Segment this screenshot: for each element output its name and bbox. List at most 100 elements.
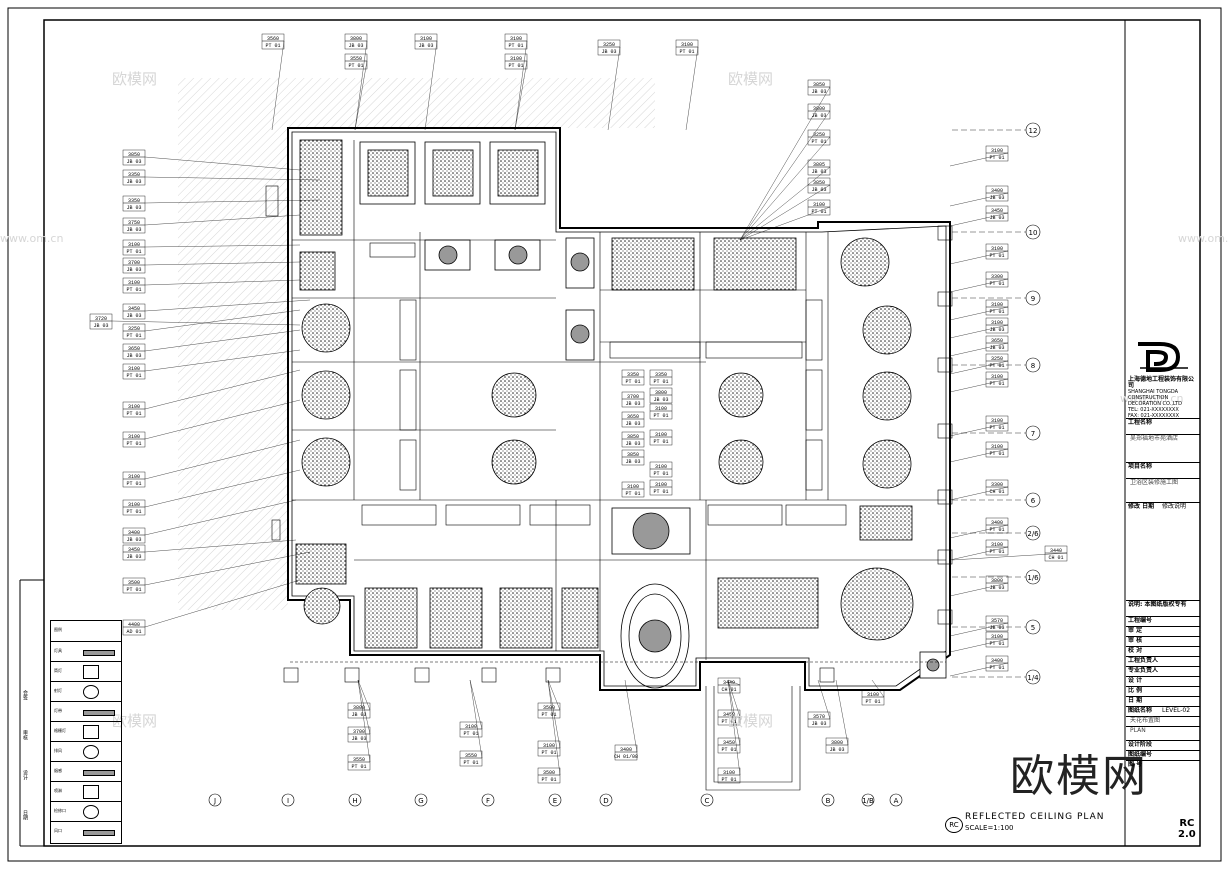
tag-height: 3100 <box>128 434 140 440</box>
title-block-label: 专业负责人 <box>1128 667 1159 674</box>
title-block-label: 工程名称 <box>1128 419 1153 426</box>
grid-column-label: A <box>894 797 899 805</box>
legend-label: 烟感 <box>54 768 62 773</box>
tag-height: 3100 <box>723 770 735 776</box>
tag-height: 3850 <box>627 434 639 440</box>
tag-code: JB 03 <box>811 187 826 193</box>
tag-code: JB 03 <box>126 205 141 211</box>
title-block-label: 图 号 <box>1128 761 1143 768</box>
tag-code: PT 01 <box>989 451 1004 457</box>
grid-row-bubble: 1/6 <box>952 569 1041 585</box>
leader-line <box>949 448 1009 463</box>
legend-label: 筒灯 <box>54 668 62 673</box>
grid-column-label: C <box>705 797 710 805</box>
tag-height: 3805 <box>813 162 825 168</box>
tag-height: 3100 <box>681 42 693 48</box>
leader-line <box>949 250 1009 265</box>
tag-height: 3350 <box>627 372 639 378</box>
tag-code: PT 01 <box>653 439 668 445</box>
leader-line <box>951 552 1068 561</box>
tag-height: 3250 <box>128 326 140 332</box>
leader-line <box>949 324 1009 339</box>
title-block-label: 图纸名称 <box>1128 707 1153 714</box>
grid-column-bubble: F <box>481 793 495 807</box>
tag-code: JB 03 <box>348 43 363 49</box>
leader-line <box>949 212 1009 227</box>
tag-code: PT 01 <box>989 155 1004 161</box>
tag-height: 3100 <box>510 56 522 62</box>
tag-code: PT 01 <box>126 333 141 339</box>
ceiling-grid-lines <box>265 140 953 791</box>
legend-label: 图例 <box>54 627 62 632</box>
leader-line <box>949 422 1009 437</box>
tag-code: CH 01 <box>989 489 1004 495</box>
grid-column-label: F <box>486 797 490 805</box>
tag-code: PT 01 <box>126 373 141 379</box>
tag-height: 3100 <box>128 366 140 372</box>
tag-height: 3650 <box>627 414 639 420</box>
tag-height: 3100 <box>991 148 1003 154</box>
leader-line <box>949 582 1009 597</box>
tag-code: PT 01 <box>989 281 1004 287</box>
title-block-row: 工程负责人 <box>1126 656 1200 664</box>
tag-height: 3800 <box>655 390 667 396</box>
title-block-row: 设 计 <box>1126 676 1200 684</box>
tag-height: 3850 <box>813 82 825 88</box>
watermark-url: www.om.cn <box>1120 392 1184 405</box>
grid-column-label: B <box>826 797 831 805</box>
title-block-row: 校 对 <box>1126 646 1200 654</box>
legend-row: 喷淋 <box>51 781 121 802</box>
tag-code: PT 01 <box>463 731 478 737</box>
tag-height: 3100 <box>813 202 825 208</box>
building-outline <box>287 127 951 691</box>
tag-height: 3350 <box>128 198 140 204</box>
tag-code: PT 01 <box>653 471 668 477</box>
tag-height: 3500 <box>543 770 555 776</box>
tag-height: 3250 <box>813 132 825 138</box>
tag-height: 3350 <box>128 172 140 178</box>
tag-height: 3100 <box>465 724 477 730</box>
tag-code: PT 01 <box>625 379 640 385</box>
leader-line <box>144 469 301 508</box>
tag-height: 3300 <box>991 274 1003 280</box>
tag-code: PT 01 <box>351 764 366 770</box>
title-block-row: 审 核 <box>1126 636 1200 644</box>
tag-code: JB 03 <box>989 625 1004 631</box>
legend-row: 烟感 <box>51 761 121 782</box>
leader-line <box>144 499 297 536</box>
grid-row-label: 1/6 <box>1027 574 1039 582</box>
grid-column-bubble: A <box>889 793 903 807</box>
tag-height: 3700 <box>353 729 365 735</box>
tag-height: 3100 <box>991 302 1003 308</box>
leader-line <box>739 136 831 241</box>
leader-line <box>144 329 301 352</box>
title-block-row: 说明: 本图纸版权专有 <box>1126 600 1200 608</box>
company-info: 上海德地工程装饰有限公司 SHANGHAI TONGDA CONSTRUCTIO… <box>1128 340 1198 419</box>
tag-code: JB 03 <box>93 323 108 329</box>
tag-code: JB 03 <box>625 401 640 407</box>
grid-column-bubble: E <box>548 793 562 807</box>
grid-row-label: 7 <box>1031 430 1035 438</box>
leader-line <box>685 46 699 131</box>
tag-code: PT 01 <box>989 641 1004 647</box>
leader-line <box>949 378 1009 393</box>
watermark-text: 欧模网 <box>728 712 774 730</box>
drawing-number: RC 2.0 <box>1178 818 1196 840</box>
tag-code: PT 01 <box>126 249 141 255</box>
title-block-label: 审 核 <box>1128 637 1143 644</box>
